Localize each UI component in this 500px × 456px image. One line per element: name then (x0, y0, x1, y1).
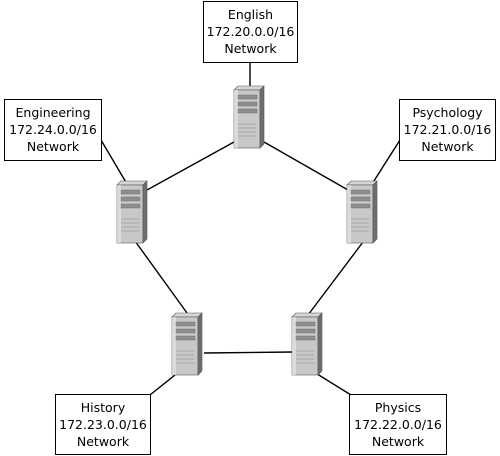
history-network-label: History 172.23.0.0/16 Network (55, 394, 151, 455)
english-network-label: English 172.20.0.0/16 Network (203, 1, 298, 63)
english-network-suffix: Network (224, 41, 277, 56)
history-server-tower-icon (171, 312, 203, 376)
ring-links (134, 141, 364, 354)
english-network-name: English (227, 7, 274, 22)
physics-network-address: 172.22.0.0/16 (354, 417, 442, 432)
psychology-network-label: Psychology 172.21.0.0/16 Network (399, 99, 496, 161)
physics-label-connector (313, 371, 352, 396)
physics-network-name: Physics (374, 400, 422, 415)
physics-network-label: Physics 172.22.0.0/16 Network (349, 394, 447, 455)
history-network-address: 172.23.0.0/16 (59, 417, 147, 432)
psychology-network-name: Psychology (412, 105, 483, 120)
router-servers (116, 85, 378, 376)
link-history-engineering (134, 240, 188, 314)
link-physics-history (203, 351, 294, 354)
psychology-network-address: 172.21.0.0/16 (403, 122, 492, 137)
engineering-network-name: Engineering (15, 105, 91, 120)
psychology-network-suffix: Network (421, 139, 474, 154)
engineering-network-label: Engineering 172.24.0.0/16 Network (4, 99, 102, 161)
engineering-server-tower-icon (116, 180, 148, 244)
link-english-psychology (263, 141, 349, 191)
psychology-server-tower-icon (346, 180, 378, 244)
link-psychology-physics (304, 241, 364, 320)
english-server-tower-icon (233, 85, 265, 149)
engineering-label-connector (100, 139, 128, 185)
physics-network-suffix: Network (371, 434, 425, 449)
history-network-suffix: Network (76, 434, 130, 449)
psychology-label-connector (371, 139, 401, 185)
engineering-network-address: 172.24.0.0/16 (9, 122, 97, 137)
engineering-network-suffix: Network (26, 139, 80, 154)
link-engineering-english (146, 141, 235, 191)
history-network-name: History (80, 400, 126, 415)
physics-server-tower-icon (291, 312, 323, 376)
english-network-address: 172.20.0.0/16 (206, 24, 295, 39)
